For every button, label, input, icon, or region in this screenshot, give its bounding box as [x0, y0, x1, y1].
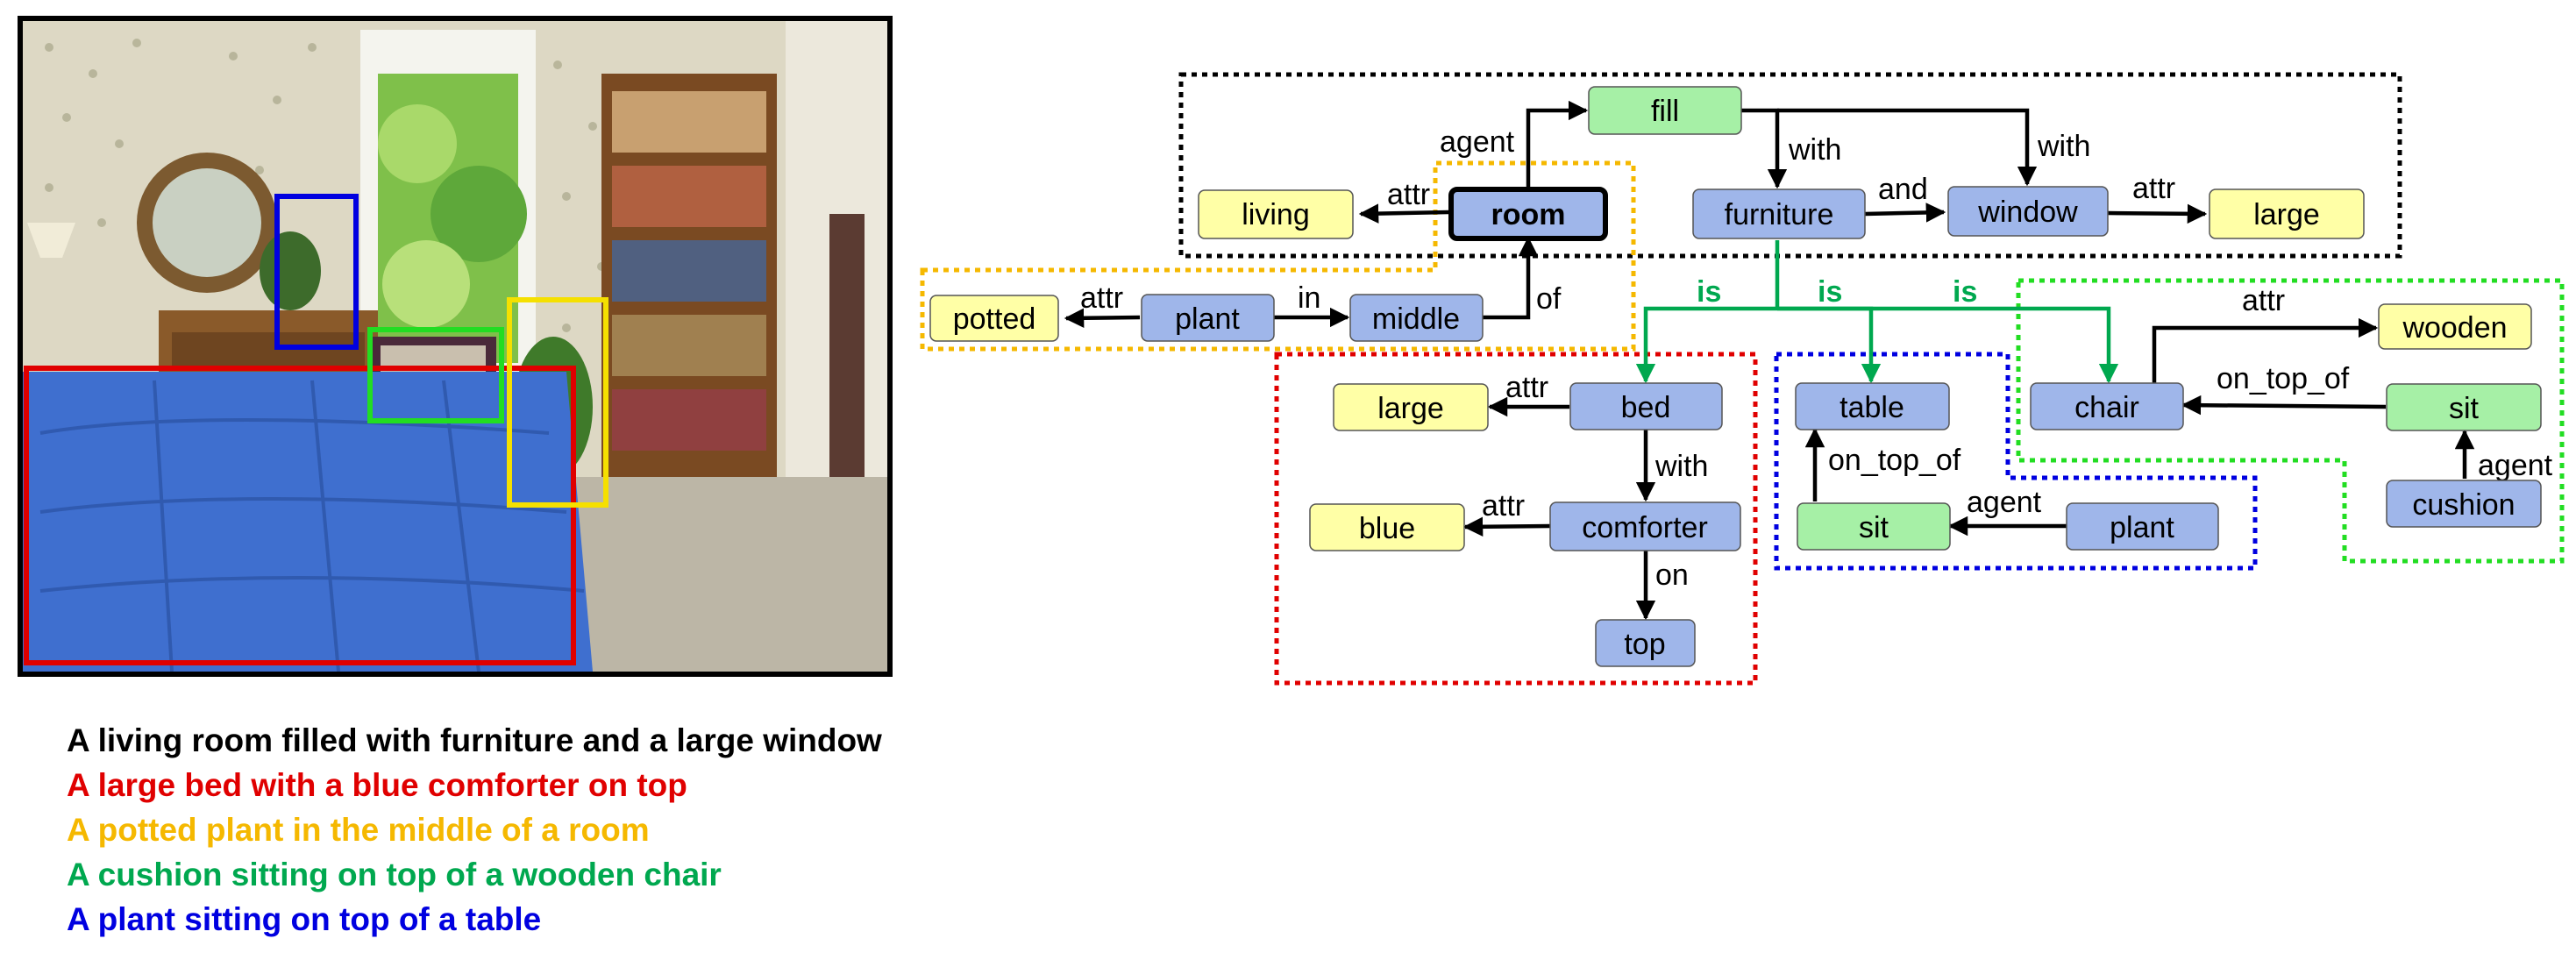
edge-label-is: is — [1953, 275, 1977, 309]
node-living: living — [1198, 189, 1354, 239]
edge-label-with: with — [1654, 450, 1708, 483]
svg-text:chair: chair — [2074, 391, 2139, 424]
edge-label-on-top-of: on_top_of — [1828, 444, 1961, 477]
svg-text:middle: middle — [1372, 302, 1460, 336]
edge-label-and: and — [1878, 173, 1928, 206]
edge-label-attr: attr — [1505, 371, 1548, 404]
edge-label-on: on — [1655, 558, 1689, 592]
node-large-bed-attr: large — [1333, 383, 1489, 431]
node-sit-chair: sit — [2386, 383, 2542, 431]
svg-text:cushion: cushion — [2412, 488, 2515, 522]
hanging-scarf — [829, 214, 865, 503]
edge-label-attr: attr — [1482, 489, 1525, 523]
node-window: window — [1947, 186, 2109, 237]
svg-text:blue: blue — [1359, 512, 1415, 545]
caption-cushion: A cushion sitting on top of a wooden cha… — [67, 857, 722, 892]
node-chair: chair — [2030, 382, 2184, 430]
lamp — [27, 223, 75, 258]
svg-text:window: window — [1977, 196, 2078, 229]
node-blue: blue — [1309, 503, 1465, 551]
caption-table-plant: A plant sitting on top of a table — [67, 901, 542, 937]
group-box-table — [1774, 352, 2258, 571]
caption-living-room: A living room filled with furniture and … — [67, 722, 882, 758]
node-comforter: comforter — [1549, 501, 1741, 551]
group-box-bed — [1274, 352, 1758, 686]
dresser-plant — [260, 231, 321, 310]
svg-text:living: living — [1242, 198, 1309, 231]
node-plant-table: plant — [2066, 502, 2219, 551]
edge-label-in: in — [1298, 281, 1320, 315]
edge-label-attr: attr — [1080, 281, 1123, 315]
scene-graph: agent attr with with and attr attr in of… — [920, 72, 2565, 686]
node-furniture: furniture — [1692, 188, 1866, 239]
node-bed: bed — [1569, 382, 1723, 430]
node-middle: middle — [1349, 294, 1484, 342]
edge-label-attr: attr — [1387, 178, 1430, 211]
edge-label-attr: attr — [2242, 284, 2285, 317]
node-cushion: cushion — [2386, 480, 2542, 528]
node-plant-potted: plant — [1141, 294, 1275, 342]
svg-text:plant: plant — [2110, 511, 2174, 544]
node-fill: fill — [1588, 86, 1742, 135]
node-large-window-attr: large — [2209, 188, 2365, 239]
svg-text:large: large — [1377, 392, 1444, 425]
node-wooden: wooden — [2378, 303, 2532, 350]
edge-label-agent: agent — [1967, 486, 2042, 519]
svg-text:comforter: comforter — [1582, 511, 1708, 544]
svg-text:bed: bed — [1621, 391, 1671, 424]
edge-label-with: with — [1788, 133, 1841, 167]
svg-text:fill: fill — [1651, 95, 1679, 128]
svg-text:furniture: furniture — [1725, 198, 1834, 231]
caption-bed: A large bed with a blue comforter on top — [67, 767, 687, 803]
bedroom-photo — [18, 16, 893, 677]
potted-plant-bounding-box — [507, 297, 608, 508]
edge-label-attr: attr — [2132, 172, 2175, 205]
svg-text:potted: potted — [953, 302, 1036, 336]
bed-bounding-box — [24, 366, 576, 665]
group-box-potted-plant — [920, 160, 1636, 352]
svg-text:plant: plant — [1175, 302, 1240, 336]
edge-label-is: is — [1818, 275, 1842, 309]
svg-text:wooden: wooden — [2402, 311, 2507, 345]
caption-potted-plant: A potted plant in the middle of a room — [67, 812, 650, 848]
svg-text:sit: sit — [2449, 392, 2480, 425]
edge-label-on-top-of: on_top_of — [2217, 362, 2350, 395]
group-box-chair — [2016, 278, 2565, 564]
node-room: room — [1448, 187, 1608, 241]
group-box-living-room — [1178, 72, 2402, 259]
mirror — [153, 168, 261, 277]
bookshelf-books — [612, 91, 766, 451]
svg-text:table: table — [1839, 391, 1904, 424]
edge-label-with: with — [2037, 130, 2090, 163]
node-sit-table: sit — [1797, 502, 1951, 551]
edge-label-agent: agent — [2478, 449, 2553, 482]
svg-text:sit: sit — [1859, 511, 1889, 544]
edge-label-is: is — [1697, 275, 1721, 309]
edge-label-agent: agent — [1440, 125, 1515, 159]
svg-text:room: room — [1491, 198, 1566, 231]
svg-text:top: top — [1624, 628, 1665, 661]
node-top: top — [1595, 619, 1696, 667]
node-table: table — [1795, 382, 1950, 430]
node-potted: potted — [929, 295, 1059, 342]
edge-label-of: of — [1536, 282, 1562, 316]
table-plant-bounding-box — [274, 194, 359, 350]
chair-bounding-box — [367, 327, 504, 423]
svg-text:large: large — [2253, 198, 2320, 231]
